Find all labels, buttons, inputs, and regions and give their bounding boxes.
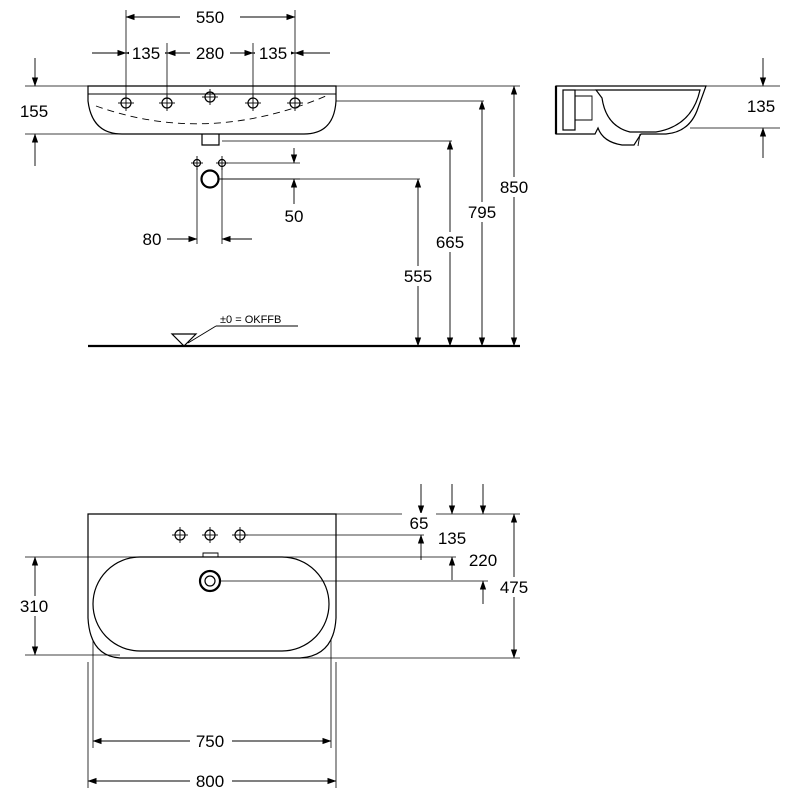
dim-hole-135-left: 135 <box>132 44 160 63</box>
side-basin-inner <box>594 89 701 133</box>
top-bowl-outline <box>92 556 330 652</box>
dim-total-width-800: 800 <box>196 772 224 791</box>
waste-outlet-icon <box>200 169 220 189</box>
dim-basin-height-155: 155 <box>20 102 48 121</box>
dim-drain-offset-80: 80 <box>143 230 162 249</box>
front-view: 550 135 280 135 155 80 50 <box>20 8 534 348</box>
dim-bowl-depth-310: 310 <box>20 597 48 616</box>
dim-hole-280: 280 <box>196 44 224 63</box>
dim-depth-135: 135 <box>747 97 775 116</box>
front-drain-neck <box>201 134 220 146</box>
front-basin-outline <box>87 85 337 135</box>
dim-drain-drop-50: 50 <box>285 207 304 226</box>
dim-width-550: 550 <box>196 8 224 27</box>
supply-connection-left-icon <box>191 156 203 170</box>
dim-hole-row-65: 65 <box>410 514 429 533</box>
dim-height-555: 555 <box>404 267 432 286</box>
dim-depth-135-top: 135 <box>438 529 466 548</box>
side-wall-bracket <box>562 89 576 131</box>
tap-hole-icon <box>202 89 218 105</box>
tap-hole-icon <box>172 527 188 543</box>
dim-height-795: 795 <box>468 203 496 222</box>
dim-bowl-width-750: 750 <box>196 732 224 751</box>
dim-height-665: 665 <box>436 233 464 252</box>
dim-height-850: 850 <box>500 178 528 197</box>
front-tap-holes <box>118 89 303 111</box>
front-basin-inner-dash <box>95 95 327 125</box>
tap-hole-icon <box>232 527 248 543</box>
floor-level-label: ±0 = OKFFB <box>220 314 281 326</box>
side-basin-outline <box>555 85 707 146</box>
dim-drain-220: 220 <box>469 551 497 570</box>
top-view: 65 135 220 475 310 750 800 <box>14 484 535 791</box>
top-tap-holes <box>172 527 248 543</box>
tap-hole-icon <box>202 527 218 543</box>
dim-total-depth-475: 475 <box>500 578 528 597</box>
side-view: 135 <box>554 58 780 158</box>
supply-connection-right-icon <box>216 156 228 170</box>
dim-hole-135-right: 135 <box>259 44 287 63</box>
floor-level-marker-icon <box>170 325 298 347</box>
drain-hole-icon <box>198 569 222 593</box>
